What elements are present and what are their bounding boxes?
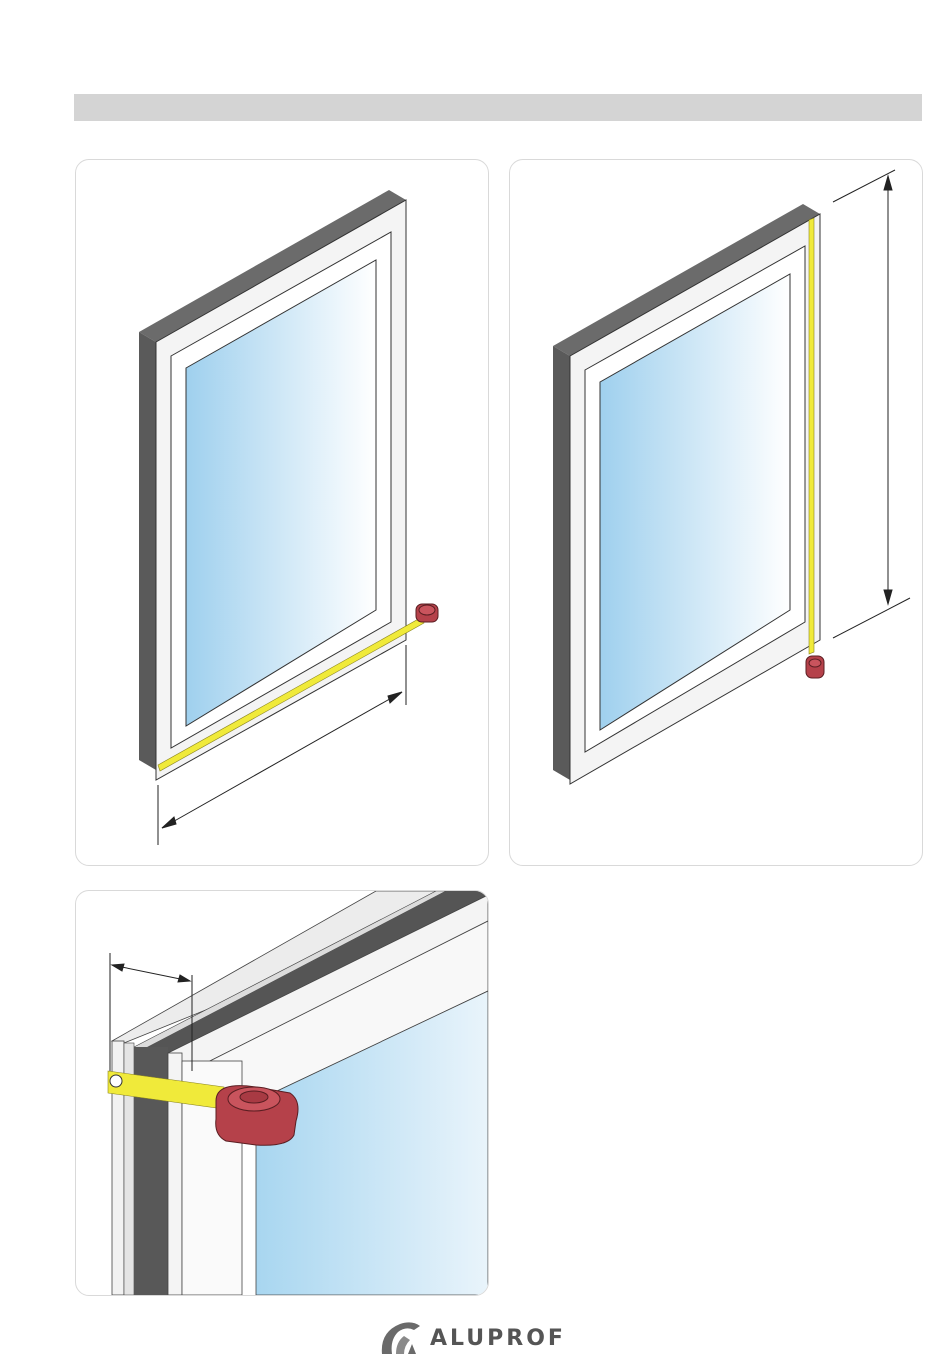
figure-frame-depth-detail	[75, 890, 489, 1296]
frame-left-depth	[139, 332, 156, 770]
tape-measure-icon	[416, 604, 438, 622]
height-dimension-arrow	[833, 170, 910, 638]
measuring-tape	[809, 218, 814, 654]
brand-logo: ALUPROF	[378, 1318, 566, 1358]
window-illustration	[76, 160, 488, 865]
frame-detail-illustration	[76, 891, 488, 1295]
aluprof-logo-icon	[378, 1318, 424, 1358]
brand-name: ALUPROF	[430, 1326, 566, 1351]
tape-measure-icon	[806, 656, 824, 678]
figure-window-width-measurement	[75, 159, 489, 866]
tape-hook	[110, 1075, 122, 1087]
window-illustration	[510, 160, 922, 865]
frame-left-depth	[553, 346, 570, 780]
figure-window-height-measurement	[509, 159, 923, 866]
section-header-bar	[74, 94, 922, 121]
tape-measure-icon	[216, 1086, 298, 1146]
